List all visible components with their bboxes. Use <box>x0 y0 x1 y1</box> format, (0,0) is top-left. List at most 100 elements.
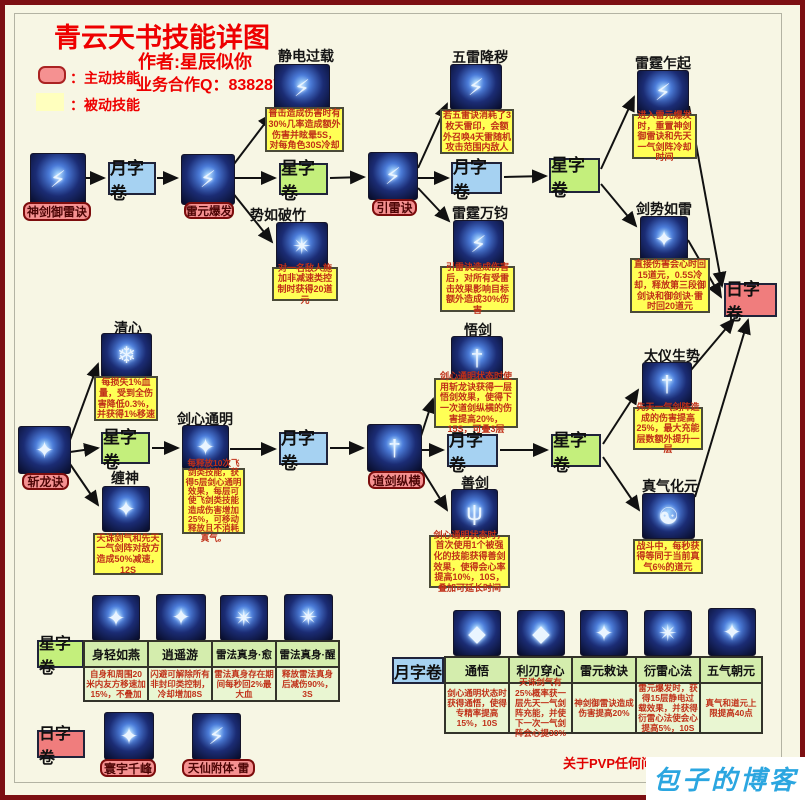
shanjian-skill-icon: ψ <box>451 489 498 536</box>
chanshen-skill-icon: ✦ <box>102 486 150 532</box>
shenjianyuleijue-skill-icon: ⚡ <box>30 153 86 205</box>
shanjian-desc: 剑心通明状态时，首次使用1个被强化的技能获得善剑效果，使得会心率提高10%，10… <box>429 530 510 593</box>
shanjian-title: 善剑 <box>461 475 489 491</box>
leitingzhaqi-title: 雷霆乍起 <box>635 55 691 71</box>
shirupozhu-skill-icon: ✴ <box>276 222 328 270</box>
zhanlongjue-label: 斩龙诀 <box>22 473 69 490</box>
zhenqihuayuan-title: 真气化元 <box>642 478 698 494</box>
moon-table-desc-4: 雷元爆发时，获得15层静电过载效果，并获得衍雷心法使会心提高5%，10S <box>635 682 701 734</box>
moon-table-header-1: 通悟 <box>444 656 510 684</box>
watermark-baozi-blog: 包子的博客 <box>646 757 805 800</box>
qingxin-desc: 每损失1%血量，受到全伤害降低0.3%，并获得1%移速 <box>94 376 158 421</box>
moon-table-header-2: 利刃穿心 <box>508 656 573 684</box>
qingxin-title: 清心 <box>114 320 142 336</box>
shirupozhu-title: 势如破竹 <box>250 207 306 223</box>
shenjianyuleijue-label: 神剑御雷诀 <box>23 202 91 221</box>
wuleijiangsui-desc: 若五雷诀消耗了3枚天雷印，会额外召唤4天雷随机攻击范围内敌人 <box>440 109 514 154</box>
zhenqihuayuan-skill-icon: ☯ <box>642 493 695 539</box>
wujian-desc: 剑心通明状态时使用斩龙诀获得一层悟剑效果，使得下一次道剑纵横的伤害提高20%，1… <box>434 371 518 434</box>
taiyishengshi-desc: 先天一气剑阵造成的伤害提高25%，最大充能层数额外提升一层 <box>633 402 703 454</box>
pvp-note: 关于PVP任何问 <box>563 756 655 771</box>
leifazhenshen-xing-skill-icon: ✴ <box>284 594 333 641</box>
leitingwanjun-desc: 引雷诀造成伤害后，对所有受雷击效果影响目标额外造成30%伤害 <box>440 262 515 315</box>
tianxianfuti-lei-skill-icon: ⚡ <box>192 713 241 760</box>
taiyishengshi-skill-icon: † <box>642 362 692 407</box>
chanshen-desc: 天诛剑气和先天一气剑阵对敌方造成50%减速，12S <box>93 533 163 575</box>
star-table-header-1: 身轻如燕 <box>83 640 149 668</box>
leiyuanchijue-skill-icon: ✦ <box>580 610 628 656</box>
legend-active-swatch <box>38 66 66 84</box>
jianxintongming-skill-icon: ✦ <box>182 425 229 470</box>
huanyuqianfeng-label: 寰宇千峰 <box>100 759 156 777</box>
jingdianguozai-desc: 普击造成伤害时有30%几率造成额外伤害并眩晕5S，对每角色30S冷却 <box>265 107 344 152</box>
yinleijue-skill-icon: ⚡ <box>368 152 418 200</box>
yanleixinfa-skill-icon: ✴ <box>644 610 692 656</box>
inner-frame <box>14 13 782 783</box>
tianxianfuti-lei-label: 天仙附体·雷 <box>182 759 255 777</box>
moon-table-desc-2: 天诛剑气有25%概率获一层先天一气剑阵充能，并使下一次一气剑阵会心提30% <box>508 677 573 738</box>
star-table-desc-1: 自身和周围20米内友方移速加15%，不叠加 <box>83 666 149 702</box>
moon-scroll-box-1: 月字卷 <box>108 159 156 203</box>
star-scroll-box-2: 星字卷 <box>549 156 600 200</box>
zhanlongjue-skill-icon: ✦ <box>18 426 71 474</box>
jingdianguozai-skill-icon: ⚡ <box>274 64 330 112</box>
chanshen-title: 缠神 <box>111 470 139 486</box>
wuleijiangsui-title: 五雷降秽 <box>452 49 508 65</box>
moon-table-header-3: 雷元敕诀 <box>571 656 637 684</box>
contact-line: 业务合作Q：838287 <box>136 77 282 94</box>
star-table-desc-3: 雷法真身存在期间每秒回2%最大血 <box>211 666 277 702</box>
sun-scroll-row-label: 日字卷 <box>37 726 85 767</box>
jianxintongming-desc: 每释放10次飞剑类技能，获得5层剑心通明效果，每层可使飞剑类技能造成伤害增加25… <box>182 458 245 542</box>
daojianzongheng-skill-icon: † <box>367 424 422 472</box>
moon-scroll-box-2: 月字卷 <box>451 158 502 202</box>
moon-table-desc-3: 神剑御雷诀造成伤害提高20% <box>571 682 637 734</box>
leiyuanbaofa-label: 雷元爆发 <box>184 202 234 219</box>
star-scroll-table-label: 星字卷 <box>37 636 84 677</box>
legend-active-label: ：主动技能 <box>70 70 140 86</box>
star-table-header-4: 雷法真身·醒 <box>275 640 340 668</box>
jianshirulei-desc: 直接伤害会心时回15道元，0.5S冷却，释放第三段御剑诀和御剑诀·雷时回20道元 <box>630 258 710 313</box>
moon-scroll-box-3: 月字卷 <box>279 429 328 473</box>
shenqingruyan-skill-icon: ✦ <box>92 595 140 641</box>
legend-passive-swatch <box>36 93 64 111</box>
jianshirulei-skill-icon: ✦ <box>640 216 688 262</box>
shirupozhu-desc: 对一名敌人施加非减速类控制时获得20道元 <box>272 263 338 305</box>
leitingwanjun-title: 雷霆万钧 <box>452 205 508 221</box>
daojianzongheng-label: 道剑纵横 <box>368 471 425 489</box>
moon-table-desc-1: 剑心通明状态时获得通悟，使得专精率提高15%，10S <box>444 682 510 734</box>
star-table-desc-4: 释放雷法真身后减伤90%，3S <box>275 666 340 702</box>
tongwu-skill-icon: ◆ <box>453 610 501 656</box>
zhenqihuayuan-desc: 战斗中，每秒获得等同于当前真气6%的道元 <box>633 539 703 574</box>
moon-scroll-box-4: 月字卷 <box>447 431 498 475</box>
yinleijue-label: 引雷诀 <box>372 199 417 216</box>
jianxintongming-title: 剑心通明 <box>177 411 233 427</box>
jingdianguozai-title: 静电过载 <box>278 48 334 64</box>
star-table-header-2: 逍遥游 <box>147 640 213 668</box>
leifazhenshen-yu-skill-icon: ✴ <box>220 595 268 641</box>
sun-scroll-box: 日字卷 <box>724 280 777 324</box>
legend-passive-label: ：被动技能 <box>70 97 140 113</box>
wujian-skill-icon: † <box>451 336 503 380</box>
moon-table-header-5: 五气朝元 <box>699 656 763 684</box>
leitingwanjun-skill-icon: ⚡ <box>453 220 504 268</box>
taiyishengshi-title: 太仪生势 <box>644 348 700 364</box>
moon-table-header-4: 衍雷心法 <box>635 656 701 684</box>
star-scroll-box-1: 星字卷 <box>279 159 328 203</box>
leitingzhaqi-skill-icon: ⚡ <box>637 70 689 115</box>
star-table-header-3: 雷法真身·愈 <box>211 640 277 668</box>
star-scroll-box-4: 星字卷 <box>551 431 601 475</box>
page-title: 青云天书技能详图 <box>54 23 270 53</box>
leitingzhaqi-desc: 进入雷元爆发时，重置神剑御雷诀和先天一气剑阵冷却时间 <box>632 110 697 162</box>
jianshirulei-title: 剑势如雷 <box>636 201 692 217</box>
author-line: 作者:星辰似你 <box>138 52 252 72</box>
xiaoyaoyou-skill-icon: ✦ <box>156 594 206 641</box>
leiyuanbaofa-skill-icon: ⚡ <box>181 154 235 205</box>
moon-scroll-table-label: 月字卷 <box>392 657 444 684</box>
wuqichaoyuan-skill-icon: ✦ <box>708 608 756 656</box>
lirenchuanxin-skill-icon: ◆ <box>517 610 565 656</box>
moon-table-desc-5: 真气和道元上限提高40点 <box>699 682 763 734</box>
star-table-desc-2: 闪避可解除所有非封印类控制，冷却增加8S <box>147 666 213 702</box>
star-scroll-box-3: 星字卷 <box>101 428 150 472</box>
wuleijiangsui-skill-icon: ⚡ <box>450 64 502 110</box>
